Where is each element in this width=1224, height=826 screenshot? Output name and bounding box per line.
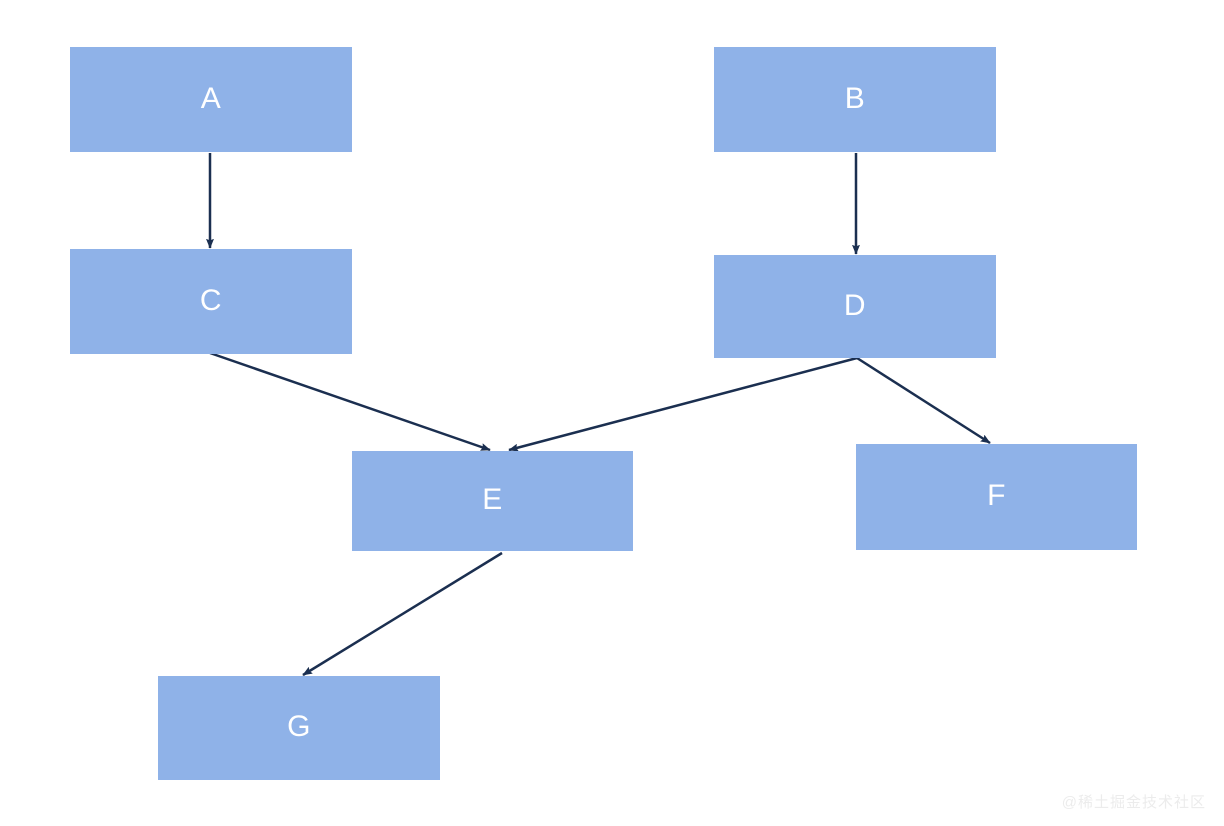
node-label: A bbox=[200, 81, 222, 115]
node-d[interactable]: D bbox=[714, 255, 996, 358]
node-label: F bbox=[987, 479, 1006, 512]
node-label: C bbox=[199, 283, 223, 317]
node-f[interactable]: F bbox=[856, 444, 1137, 550]
edge-d-to-f bbox=[856, 356, 991, 445]
edges-group bbox=[206, 153, 991, 677]
watermark: @稀土掘金技术社区 bbox=[1061, 794, 1206, 811]
node-c[interactable]: C bbox=[70, 249, 352, 354]
node-a[interactable]: A bbox=[70, 47, 352, 152]
node-b[interactable]: B bbox=[714, 47, 996, 152]
edge-d-to-e bbox=[508, 356, 858, 452]
node-label: B bbox=[844, 81, 866, 115]
edge-c-to-e bbox=[209, 351, 491, 452]
edge-e-to-g bbox=[302, 551, 503, 677]
node-label: G bbox=[287, 710, 311, 743]
node-g[interactable]: G bbox=[158, 676, 440, 780]
node-label: E bbox=[482, 483, 503, 516]
node-e[interactable]: E bbox=[352, 451, 633, 551]
node-label: D bbox=[843, 288, 867, 322]
